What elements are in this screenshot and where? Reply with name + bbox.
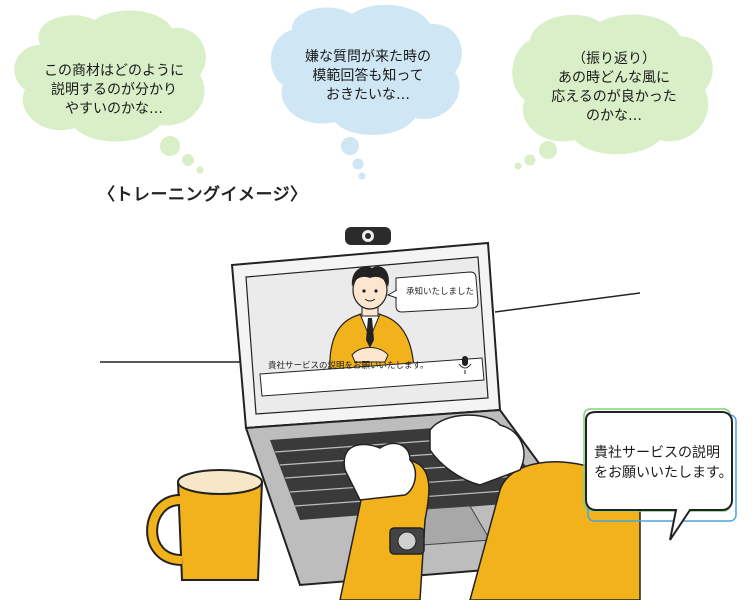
thought-text-right: （振り返り） あの時どんな風に 応えるのが良かった のかな… — [551, 51, 677, 124]
user-speech-bubble — [583, 408, 737, 541]
left-hand — [339, 442, 430, 600]
microphone-icon — [458, 356, 472, 374]
thought-bubble-left — [14, 10, 206, 174]
user-bubble-text: 貴社サービスの説明 をお願いいたします。 — [594, 445, 733, 481]
thought-text-left: この商材はどのように 説明するのが分かり やすいのかな… — [44, 63, 184, 117]
screen-speech-bubble — [386, 271, 479, 313]
screen-subtitle-text: 貴社サービスの説明をお願いいたします。 — [268, 361, 429, 371]
desk-edge-right — [494, 292, 641, 313]
thought-bubble-center — [270, 4, 462, 180]
avatar-on-screen — [329, 266, 415, 373]
screen-bubble-text: 承知いたしました — [405, 287, 474, 297]
webcam-icon — [345, 227, 391, 245]
wristwatch-icon — [389, 527, 425, 555]
thought-text-center: 嫌な質問が来た時の 模範回答も知って おきたいな… — [305, 49, 431, 103]
screen-subtitle-bar — [259, 357, 485, 397]
section-label: 〈トレーニングイメージ〉 — [98, 185, 308, 205]
thought-bubble-right — [512, 14, 713, 170]
mug — [146, 469, 264, 581]
